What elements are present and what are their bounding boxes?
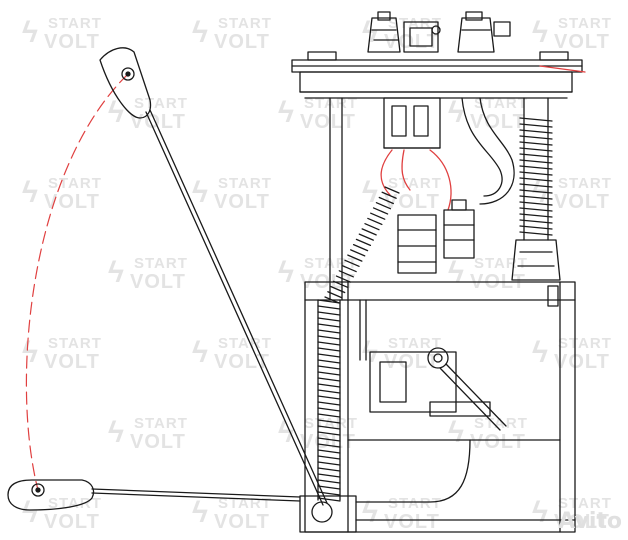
harness-segment — [317, 395, 341, 400]
harness-segment — [317, 311, 341, 316]
spring-coil — [519, 159, 553, 164]
harness-segment — [317, 455, 341, 460]
harness-segment — [317, 317, 341, 322]
harness-segment — [317, 413, 341, 418]
harness-segment — [317, 377, 341, 382]
float-swing-arc — [25, 73, 129, 491]
wire-red-2 — [429, 149, 452, 211]
harness-segment — [367, 217, 383, 226]
harness-segment — [338, 270, 354, 278]
spring-coil — [519, 183, 553, 188]
reservoir-bucket — [304, 281, 576, 533]
harness-segment — [317, 485, 341, 490]
corrugated-harness — [317, 186, 400, 502]
harness-segment — [352, 243, 369, 252]
spring-coil — [519, 129, 553, 134]
harness-segment — [317, 449, 341, 454]
spring-coil — [519, 135, 553, 140]
wire-red-1 — [380, 149, 393, 196]
harness-segment — [347, 254, 363, 262]
spring-coil — [519, 147, 553, 152]
harness-segment — [317, 419, 341, 424]
harness-segment — [317, 335, 341, 340]
harness-segment — [317, 389, 341, 394]
spring-coil — [519, 117, 553, 122]
harness-segment — [317, 329, 341, 334]
harness-segment — [335, 275, 352, 283]
harness-segment — [317, 401, 341, 406]
spring-coil — [519, 195, 553, 200]
harness-segment — [317, 497, 341, 502]
wire-red-3 — [401, 149, 411, 191]
harness-segment — [355, 238, 372, 247]
top-flange — [291, 51, 586, 99]
spring-coil — [519, 231, 553, 236]
harness-segment — [375, 202, 392, 210]
harness-segment — [317, 467, 341, 472]
spring-coil — [519, 177, 553, 182]
harness-segment — [317, 365, 341, 370]
guide-rod-left — [329, 97, 343, 301]
harness-segment — [378, 196, 394, 205]
spring-coil — [519, 165, 553, 170]
harness-segment — [317, 473, 341, 478]
harness-segment — [372, 207, 389, 215]
float-upper — [99, 47, 152, 119]
fuel-hose — [461, 97, 515, 205]
harness-segment — [361, 228, 377, 236]
harness-segment — [317, 479, 341, 484]
harness-segment — [317, 431, 341, 436]
spring-coil — [519, 123, 553, 128]
harness-segment — [317, 371, 341, 376]
harness-segment — [317, 341, 341, 346]
internal-connector-block — [383, 97, 441, 149]
harness-segment — [330, 285, 346, 294]
harness-segment — [317, 353, 341, 358]
harness-segment — [327, 291, 343, 299]
spring-coil — [519, 201, 553, 206]
harness-segment — [370, 212, 386, 220]
spring-coil — [519, 225, 553, 230]
harness-segment — [341, 264, 357, 273]
harness-segment — [317, 437, 341, 442]
pressure-regulator — [443, 199, 475, 259]
harness-segment — [317, 461, 341, 466]
harness-segment — [317, 407, 341, 412]
fuel-outlet-connector — [457, 11, 511, 53]
spring-coil — [519, 207, 553, 212]
harness-segment — [364, 223, 380, 231]
float-lower — [7, 479, 301, 511]
pump-motor — [397, 214, 437, 274]
bucket-base — [299, 439, 576, 533]
harness-segment — [317, 359, 341, 364]
electrical-connector-center — [403, 21, 441, 53]
guide-rod-right — [511, 97, 561, 281]
harness-segment — [317, 491, 341, 496]
harness-segment — [384, 186, 400, 194]
harness-segment — [350, 249, 366, 257]
harness-segment — [317, 425, 341, 430]
electrical-connector-left — [367, 11, 401, 53]
return-spring-right — [519, 117, 553, 236]
harness-segment — [344, 259, 360, 267]
harness-segment — [358, 233, 374, 241]
harness-segment — [381, 191, 397, 199]
spring-coil — [519, 153, 553, 158]
harness-segment — [317, 443, 341, 448]
harness-segment — [317, 323, 341, 328]
harness-segment — [317, 383, 341, 388]
spring-coil — [519, 141, 553, 146]
spring-coil — [519, 213, 553, 218]
harness-segment — [317, 305, 341, 310]
harness-segment — [317, 347, 341, 352]
spring-coil — [519, 219, 553, 224]
level-sender-unit — [369, 347, 507, 431]
spring-coil — [519, 171, 553, 176]
spring-coil — [519, 189, 553, 194]
float-arm-rod — [145, 111, 324, 506]
